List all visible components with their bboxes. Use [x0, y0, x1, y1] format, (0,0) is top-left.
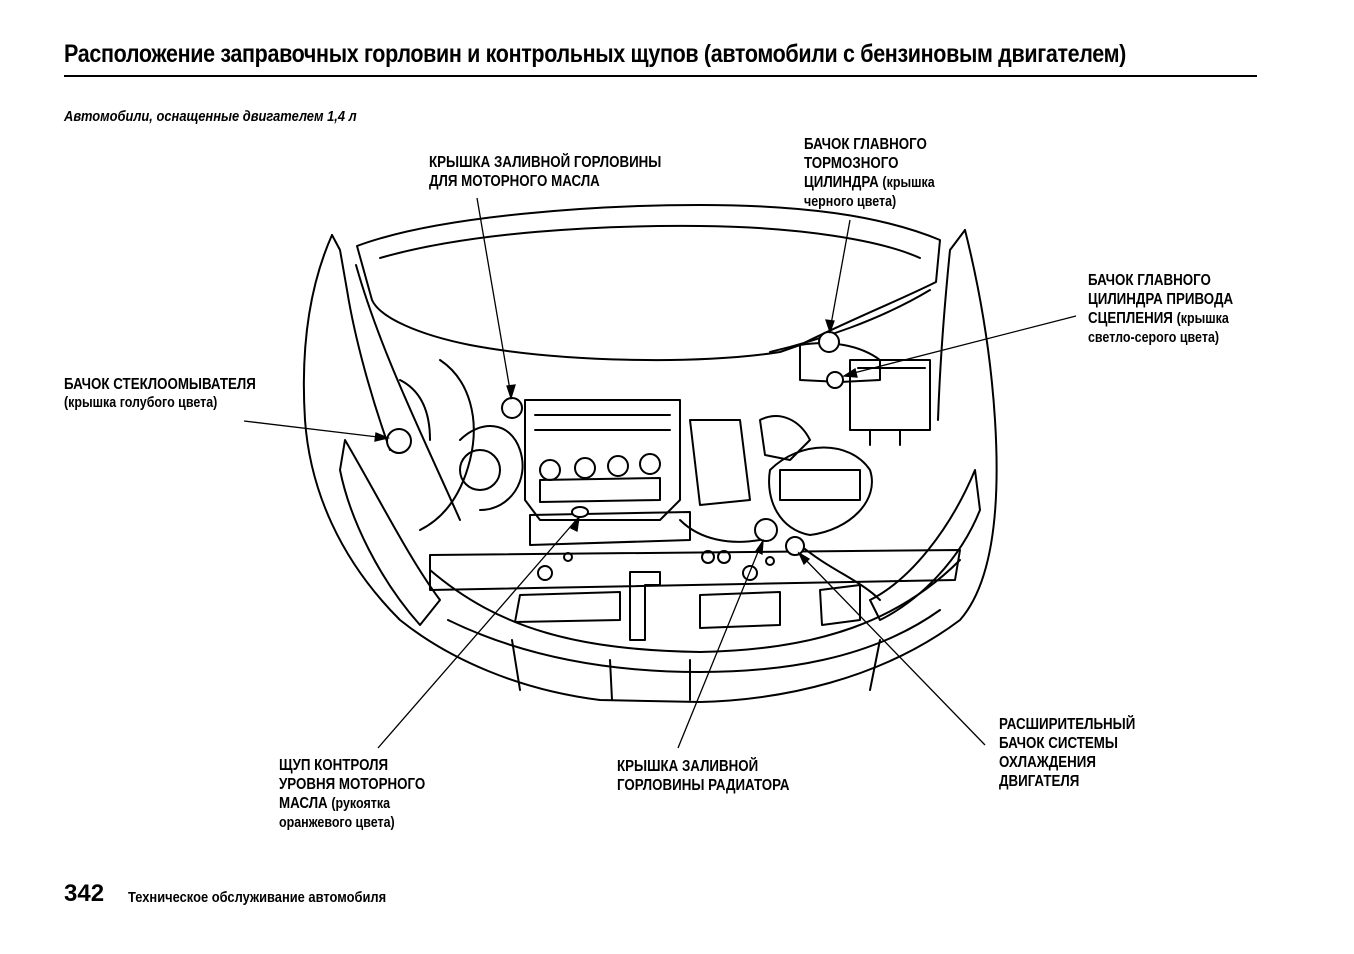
label-radiator-cap: КРЫШКА ЗАЛИВНОЙ ГОРЛОВИНЫ РАДИАТОРА: [617, 757, 790, 795]
label-brake-reservoir: БАЧОК ГЛАВНОГО ТОРМОЗНОГО ЦИЛИНДРА (крыш…: [804, 135, 935, 212]
oil-cap-icon: [501, 397, 523, 419]
label-washer-line1: БАЧОК СТЕКЛООМЫВАТЕЛЯ: [64, 376, 256, 393]
label-oil-cap-line2: ДЛЯ МОТОРНОГО МАСЛА: [429, 173, 600, 190]
leader-radiator: [677, 541, 763, 749]
label-brake-line3: ЦИЛИНДРА: [804, 174, 879, 191]
hood-outline: [356, 204, 941, 362]
clutch-cap-icon: [826, 371, 844, 389]
body-outline: [302, 229, 998, 703]
label-clutch-line1: БАЧОК ГЛАВНОГО: [1088, 272, 1211, 289]
label-oil-cap-line1: КРЫШКА ЗАЛИВНОЙ ГОРЛОВИНЫ: [429, 154, 662, 171]
washer-cap-icon: [386, 428, 412, 454]
label-dipstick-line3: МАСЛА: [279, 795, 328, 812]
leader-coolant: [799, 553, 986, 746]
label-coolant-line2: БАЧОК СИСТЕМЫ: [999, 735, 1118, 752]
leader-brake: [829, 219, 851, 331]
label-dipstick-line1: ЩУП КОНТРОЛЯ: [279, 757, 389, 774]
label-coolant-line3: ОХЛАЖДЕНИЯ: [999, 754, 1096, 771]
label-coolant-reservoir: РАСШИРИТЕЛЬНЫЙ БАЧОК СИСТЕМЫ ОХЛАЖДЕНИЯ …: [999, 715, 1135, 791]
leader-clutch: [845, 315, 1077, 376]
section-name: Техническое обслуживание автомобиля: [128, 889, 387, 906]
leader-dipstick: [377, 517, 579, 749]
label-brake-line1: БАЧОК ГЛАВНОГО: [804, 136, 927, 153]
leader-oil-cap: [476, 197, 512, 397]
engine-subtitle: Автомобили, оснащенные двигателем 1,4 л: [64, 108, 357, 125]
label-brake-line2: ТОРМОЗНОГО: [804, 155, 899, 172]
label-clutch-line2: ЦИЛИНДРА ПРИВОДА: [1088, 291, 1234, 308]
page-title: Расположение заправочных горловин и конт…: [64, 40, 1126, 68]
label-dipstick-line2: УРОВНЯ МОТОРНОГО: [279, 776, 426, 793]
label-clutch-reservoir: БАЧОК ГЛАВНОГО ЦИЛИНДРА ПРИВОДА СЦЕПЛЕНИ…: [1088, 271, 1233, 348]
title-rule: [64, 75, 1257, 77]
label-coolant-line1: РАСШИРИТЕЛЬНЫЙ: [999, 716, 1136, 733]
label-coolant-line4: ДВИГАТЕЛЯ: [999, 773, 1080, 790]
leader-washer: [243, 420, 387, 439]
label-dipstick-note3: (рукоятка: [331, 796, 391, 812]
label-radiator-line1: КРЫШКА ЗАЛИВНОЙ: [617, 758, 759, 775]
bumper-outline: [429, 559, 961, 653]
label-clutch-line4: светло-серого цвета): [1088, 330, 1220, 346]
label-brake-note3: (крышка: [882, 175, 935, 191]
page-number: 342: [64, 880, 105, 907]
label-oil-cap: КРЫШКА ЗАЛИВНОЙ ГОРЛОВИНЫ ДЛЯ МОТОРНОГО …: [429, 153, 661, 191]
label-brake-line4: черного цвета): [804, 194, 897, 210]
label-radiator-line2: ГОРЛОВИНЫ РАДИАТОРА: [617, 777, 790, 794]
label-dipstick-line4: оранжевого цвета): [279, 815, 395, 831]
label-washer-reservoir: БАЧОК СТЕКЛООМЫВАТЕЛЯ (крышка голубого ц…: [64, 375, 256, 413]
label-clutch-note3: (крышка: [1176, 311, 1229, 327]
label-clutch-line3: СЦЕПЛЕНИЯ: [1088, 310, 1173, 327]
brake-cap-icon: [818, 331, 840, 353]
radiator-cap-icon: [754, 518, 778, 542]
coolant-cap-icon: [785, 536, 805, 556]
dipstick-handle-icon: [571, 506, 589, 518]
engine-block: [524, 399, 681, 521]
label-washer-line2: (крышка голубого цвета): [64, 395, 218, 411]
label-dipstick: ЩУП КОНТРОЛЯ УРОВНЯ МОТОРНОГО МАСЛА (рук…: [279, 756, 425, 833]
